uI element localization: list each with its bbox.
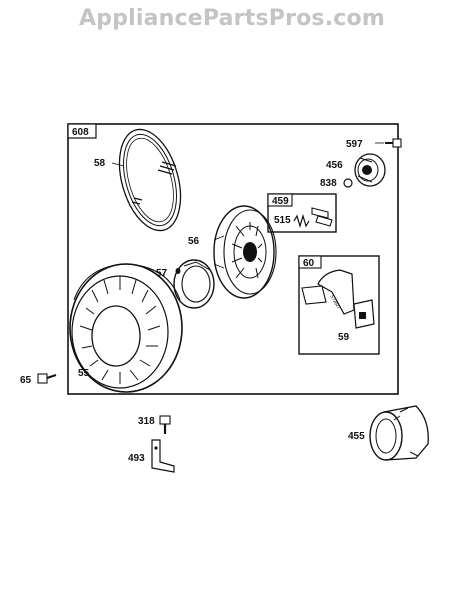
handle-insert-59[interactable] [353,299,375,329]
watermark: AppliancePartsPros.com [79,6,385,31]
screw-65[interactable] [37,373,57,384]
part-label-56[interactable]: 56 [188,236,200,247]
bracket-493[interactable] [151,439,175,473]
starter-handle[interactable]: START [301,269,355,315]
bolt-318[interactable] [159,415,171,434]
part-label-515[interactable]: 515 [274,215,291,226]
part-label-597[interactable]: 597 [346,139,363,150]
subassembly-60-frame: 60 [298,255,380,355]
assembly-608-frame: 608 [67,123,399,395]
part-label-57[interactable]: 57 [156,268,168,279]
spring-515[interactable] [293,207,333,229]
part-label-493[interactable]: 493 [128,453,145,464]
starter-cup-455[interactable] [369,405,429,461]
part-label-59[interactable]: 59 [338,332,350,343]
subassembly-60-label[interactable]: 60 [303,258,315,269]
retainer-838[interactable] [343,178,353,188]
rope-guide-57[interactable] [173,259,215,309]
assembly-608-label[interactable]: 608 [72,127,89,138]
part-label-455[interactable]: 455 [348,431,365,442]
subassembly-459-frame: 459 [267,193,337,233]
part-label-65[interactable]: 65 [20,375,32,386]
part-label-55[interactable]: 55 [78,368,90,379]
spring-58[interactable] [109,122,191,237]
screw-597[interactable] [375,138,402,148]
part-label-838[interactable]: 838 [320,178,337,189]
cup-456[interactable] [354,153,386,187]
part-label-58[interactable]: 58 [94,158,106,169]
part-label-318[interactable]: 318 [138,416,155,427]
pulley-56[interactable] [213,205,277,299]
housing-55[interactable] [69,263,183,393]
part-label-456[interactable]: 456 [326,160,343,171]
subassembly-459-label[interactable]: 459 [272,196,289,207]
